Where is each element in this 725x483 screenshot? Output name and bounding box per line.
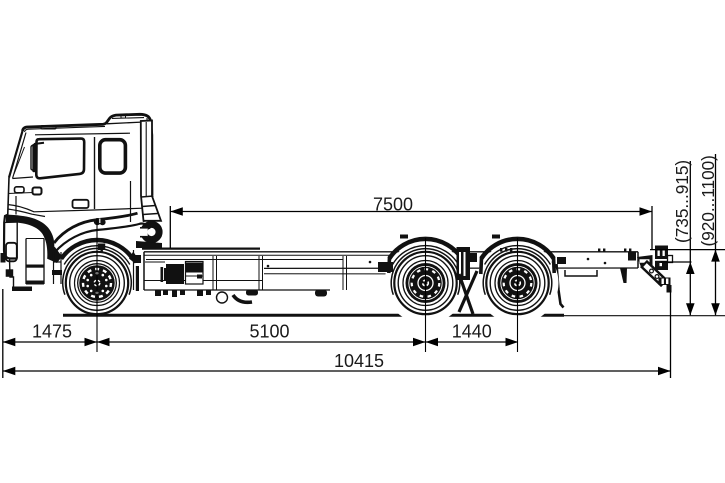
- svg-text:7500: 7500: [373, 195, 413, 215]
- svg-text:1440: 1440: [452, 322, 492, 342]
- svg-text:1475: 1475: [32, 322, 72, 342]
- svg-text:10415: 10415: [334, 351, 384, 371]
- svg-text:(735...915): (735...915): [672, 160, 692, 243]
- svg-text:(920...1100): (920...1100): [698, 155, 718, 246]
- svg-text:5100: 5100: [249, 322, 289, 342]
